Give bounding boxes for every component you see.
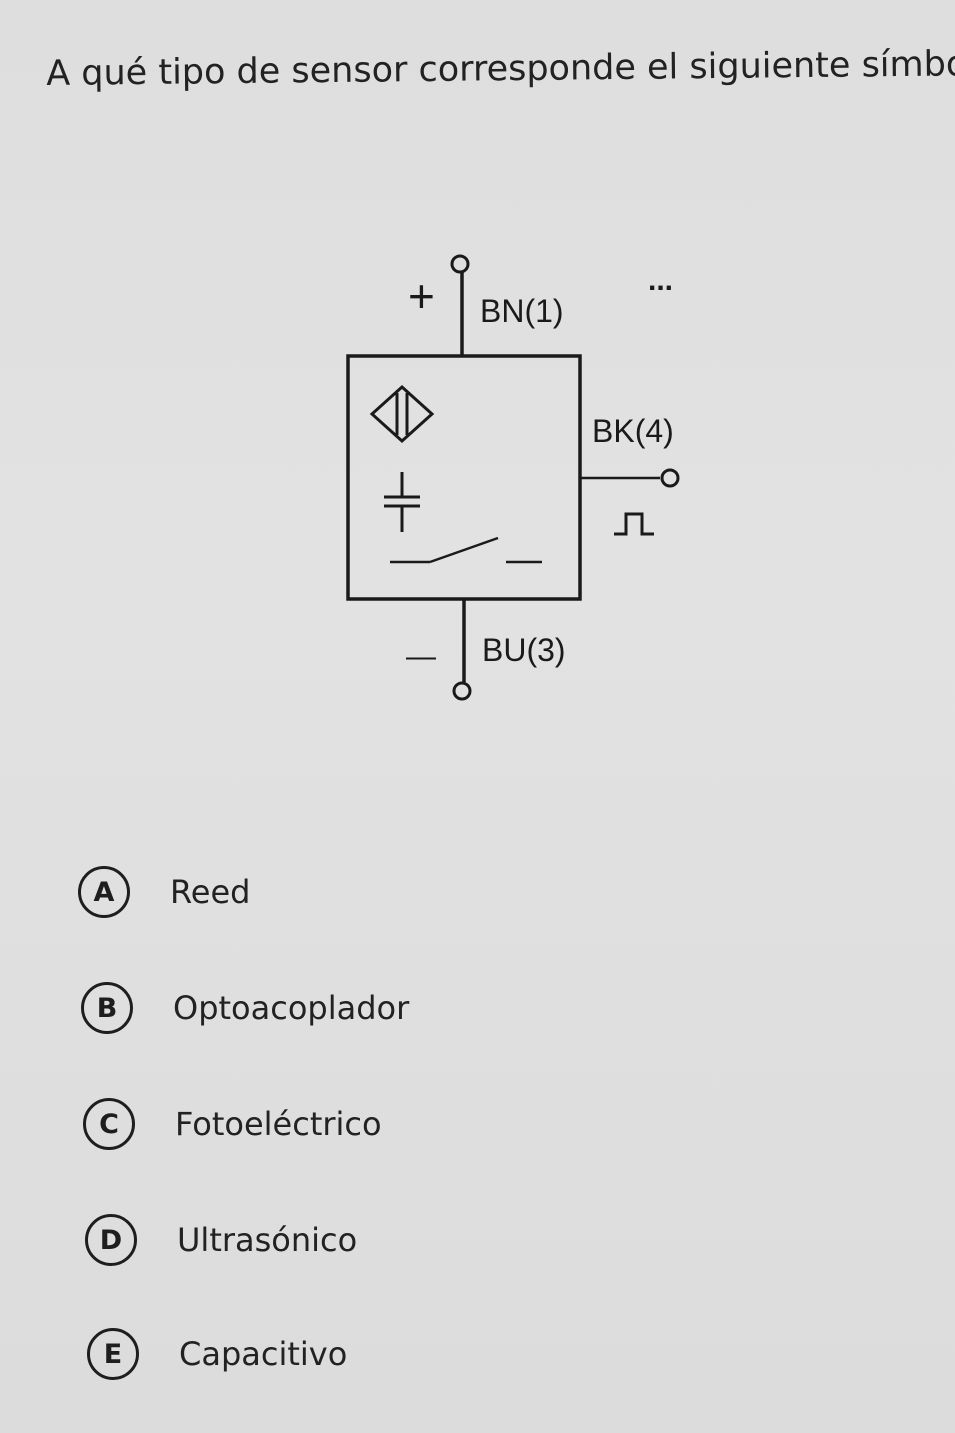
option-c-letter[interactable]: C [83, 1098, 135, 1150]
more-dots: ... [648, 264, 673, 297]
option-e[interactable]: E Capacitivo [87, 1328, 347, 1380]
sensor-symbol-diagram: + BN(1) ... BK(4) — BU(3) [330, 240, 730, 714]
proximity-diamond-icon [369, 384, 435, 444]
bottom-terminal-circle [452, 681, 472, 701]
option-a-label[interactable]: Reed [170, 873, 251, 911]
right-terminal-circle [660, 468, 680, 488]
plus-sign: + [408, 270, 435, 322]
option-d-letter[interactable]: D [85, 1214, 137, 1266]
option-b-letter[interactable]: B [81, 982, 133, 1034]
option-e-letter[interactable]: E [87, 1328, 139, 1380]
switch-blade [429, 536, 499, 564]
terminal-bk4-label: BK(4) [592, 413, 674, 449]
sensor-symbol-svg: + BN(1) ... BK(4) — BU(3) [346, 254, 680, 701]
terminal-bu3-label: BU(3) [482, 632, 566, 668]
pulse-signal-icon [614, 512, 654, 536]
option-c[interactable]: C Fotoeléctrico [83, 1098, 382, 1150]
option-b-label[interactable]: Optoacoplador [173, 989, 410, 1027]
option-b[interactable]: B Optoacoplador [81, 982, 409, 1034]
option-e-label[interactable]: Capacitivo [179, 1335, 348, 1373]
sensor-box [346, 354, 582, 601]
option-d-label[interactable]: Ultrasónico [177, 1221, 358, 1259]
minus-sign: — [406, 640, 436, 673]
option-c-label[interactable]: Fotoeléctrico [175, 1105, 382, 1143]
option-a-letter[interactable]: A [78, 866, 130, 918]
terminal-bn1-label: BN(1) [480, 293, 564, 329]
top-terminal-circle [450, 254, 470, 274]
question-text: A qué tipo de sensor corresponde el sigu… [46, 44, 955, 94]
option-d[interactable]: D Ultrasónico [85, 1214, 357, 1266]
option-a[interactable]: A Reed [78, 866, 250, 918]
